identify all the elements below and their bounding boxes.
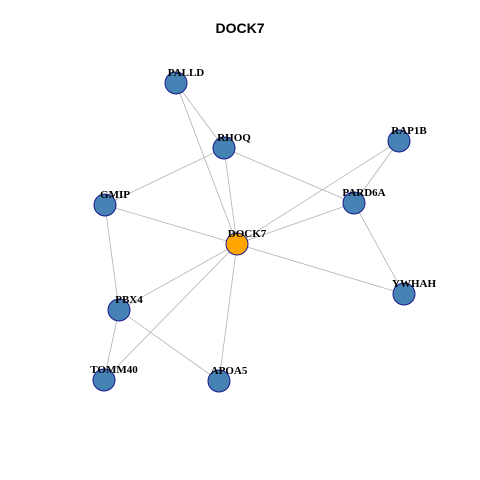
node-apoa5[interactable] — [207, 369, 231, 393]
edge-dock7-apoa5 — [218, 243, 238, 382]
edge-rap1b-dock7 — [236, 140, 400, 245]
edge-gmip-pbx4 — [104, 204, 120, 311]
edge-rhoq-gmip — [104, 147, 225, 206]
label-layer: DOCK7 PALLD RHOQ RAP1B GMIP PARD6A PBX4 YWHAH TO… — [90, 67, 436, 377]
node-pard6a[interactable] — [342, 191, 366, 215]
edge-pard6a-dock7 — [236, 202, 355, 245]
node-label-ywhah: YWHAH — [392, 278, 436, 290]
edge-layer — [103, 82, 405, 382]
edge-pbx4-apoa5 — [118, 309, 220, 382]
node-layer — [92, 71, 416, 393]
edge-dock7-tomm40 — [103, 243, 238, 381]
edge-dock7-ywhah — [236, 243, 405, 295]
node-rap1b[interactable] — [387, 129, 411, 153]
node-ywhah[interactable] — [392, 282, 416, 306]
edge-pbx4-tomm40 — [103, 309, 120, 381]
edge-rhoq-dock7 — [223, 147, 238, 245]
edge-dock7-pbx4 — [118, 243, 238, 311]
node-label-pard6a: PARD6A — [342, 187, 385, 199]
node-label-tomm40: TOMM40 — [90, 364, 138, 376]
node-gmip[interactable] — [93, 193, 117, 217]
edge-rap1b-pard6a — [353, 140, 400, 204]
node-rhoq[interactable] — [212, 136, 236, 160]
edge-palld-dock7 — [175, 82, 238, 245]
node-dock7[interactable] — [225, 232, 249, 256]
edge-gmip-dock7 — [104, 204, 238, 245]
edge-rhoq-pard6a — [223, 147, 355, 204]
node-pbx4[interactable] — [107, 298, 131, 322]
node-label-rap1b: RAP1B — [391, 125, 427, 137]
edge-palld-rhoq — [175, 82, 225, 149]
node-label-apoa5: APOA5 — [211, 365, 248, 377]
node-label-rhoq: RHOQ — [217, 132, 251, 144]
node-label-pbx4: PBX4 — [115, 294, 143, 306]
node-label-dock7: DOCK7 — [228, 228, 267, 240]
node-label-gmip: GMIP — [100, 189, 130, 201]
node-tomm40[interactable] — [92, 368, 116, 392]
graph-title: DOCK7 — [215, 20, 265, 36]
node-palld[interactable] — [164, 71, 188, 95]
node-label-palld: PALLD — [168, 67, 205, 79]
edge-pard6a-ywhah — [353, 202, 405, 295]
